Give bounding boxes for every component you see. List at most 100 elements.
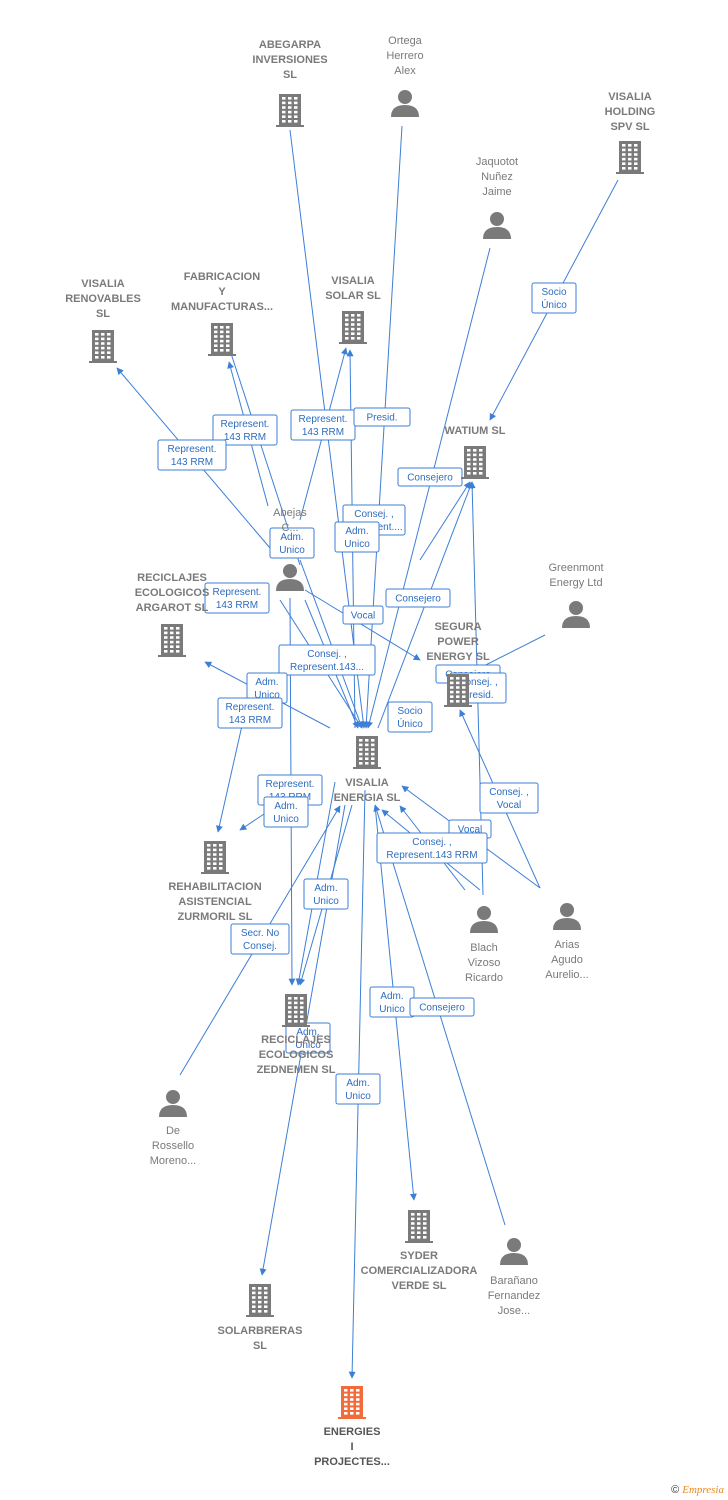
edge-label[interactable]: Consej. ,Represent.143...	[278, 644, 376, 676]
building-icon	[201, 841, 229, 874]
edge-label[interactable]: Represent.143 RRM	[290, 409, 356, 441]
edge-label-text: Adm.	[274, 801, 297, 812]
person-node-abejas[interactable]: AbejasC...	[273, 507, 307, 591]
edge-label[interactable]: Consejero	[409, 997, 475, 1017]
building-icon	[282, 994, 310, 1027]
edge-label-text: Consej. ,	[307, 649, 346, 660]
edge-label-text: 143 RRM	[171, 457, 213, 468]
edge-label-text: Presid.	[366, 413, 397, 424]
node-label: Aurelio...	[545, 969, 588, 981]
node-label: ASISTENCIAL	[178, 896, 252, 908]
person-icon	[159, 1090, 187, 1117]
node-label: Herrero	[386, 50, 423, 62]
person-node-arias[interactable]: AriasAgudoAurelio...	[545, 903, 589, 981]
edge-label[interactable]: Presid.	[353, 407, 411, 427]
person-icon	[276, 564, 304, 591]
edge-label[interactable]: Adm.Unico	[285, 1022, 331, 1054]
node-label: Fernandez	[488, 1290, 541, 1302]
node-label: Barañano	[490, 1275, 538, 1287]
person-node-baranano[interactable]: BarañanoFernandezJose...	[488, 1238, 541, 1317]
node-label: RENOVABLES	[65, 293, 141, 305]
edge-label[interactable]: Adm.Unico	[334, 521, 380, 553]
building-icon	[616, 141, 644, 174]
edge-label[interactable]: Adm.Unico	[303, 878, 349, 910]
relationship-edge	[304, 589, 421, 661]
node-label: PROJECTES...	[314, 1456, 390, 1468]
node-label: Ricardo	[465, 972, 503, 984]
relationship-edge	[419, 481, 471, 561]
node-label: SL	[253, 1340, 267, 1352]
edge-label[interactable]: Represent.143 RRM	[212, 414, 278, 446]
person-node-derossello[interactable]: DeRosselloMoreno...	[150, 1090, 196, 1167]
edge-label-text: Adm.	[380, 991, 403, 1002]
edge-label[interactable]: Adm.Unico	[269, 527, 315, 559]
edge-label[interactable]: Adm.Unico	[369, 986, 415, 1018]
node-label: REHABILITACION	[168, 881, 261, 893]
node-label: ABEGARPA	[259, 39, 321, 51]
node-label: ENERGY SL	[426, 651, 490, 663]
edge-label-text: Vocal	[351, 611, 375, 622]
person-icon	[553, 903, 581, 930]
edge-label-text: Represent.	[299, 414, 348, 425]
edge-label[interactable]: Consejero	[385, 588, 451, 608]
company-node-watium[interactable]: WATIUM SL	[445, 425, 506, 479]
building-icon	[338, 1386, 366, 1419]
edge-label[interactable]: Adm.Unico	[335, 1073, 381, 1105]
edge-label-text: Unico	[295, 1040, 321, 1051]
edge-label-text: 143 RRM	[229, 715, 271, 726]
edge-label-text: Consejero	[419, 1003, 465, 1014]
edge-label[interactable]: Adm.Unico	[263, 796, 309, 828]
node-label: ECOLOGICOS	[259, 1049, 334, 1061]
edge-label-text: Adm.	[314, 883, 337, 894]
edge-label[interactable]: Vocal	[342, 605, 384, 625]
edge-label-text: Presid.	[462, 690, 493, 701]
edge-label[interactable]: Represent.143 RRM	[157, 439, 227, 471]
edge-label-text: Socio	[397, 706, 422, 717]
node-label: Agudo	[551, 954, 583, 966]
node-label: I	[350, 1441, 353, 1453]
node-label: SPV SL	[610, 121, 649, 133]
copyright-symbol: ©	[671, 1484, 680, 1496]
company-node-fabricacion[interactable]: FABRICACIONYMANUFACTURAS...	[171, 271, 273, 356]
node-label: VISALIA	[81, 278, 124, 290]
node-label: Alex	[394, 65, 416, 77]
company-node-energies[interactable]: ENERGIES I PROJECTES...	[314, 1386, 390, 1468]
node-label: Energy Ltd	[549, 577, 602, 589]
edge-label[interactable]: Consej. ,Vocal	[479, 782, 539, 814]
node-label: COMERCIALIZADORA	[361, 1265, 478, 1277]
edge-label[interactable]: Consej. ,Represent.143 RRM	[376, 832, 488, 864]
building-icon	[208, 323, 236, 356]
node-label: ENERGIA SL	[334, 792, 401, 804]
building-icon	[89, 330, 117, 363]
node-label: VISALIA	[608, 91, 651, 103]
node-label: ENERGIES	[324, 1426, 381, 1438]
footer-brand: © Empresia	[671, 1484, 724, 1496]
edge-label-text: Represent.	[221, 419, 270, 430]
edge-label-text: Consej. ,	[489, 787, 528, 798]
edge-label[interactable]: Consejero	[397, 467, 463, 487]
edge-label[interactable]: Represent.143 RRM	[204, 582, 270, 614]
node-label: SYDER	[400, 1250, 438, 1262]
node-label: De	[166, 1125, 180, 1137]
edge-label-text: Unico	[345, 1091, 371, 1102]
edge-label[interactable]: Represent.143 RRM	[217, 697, 283, 729]
